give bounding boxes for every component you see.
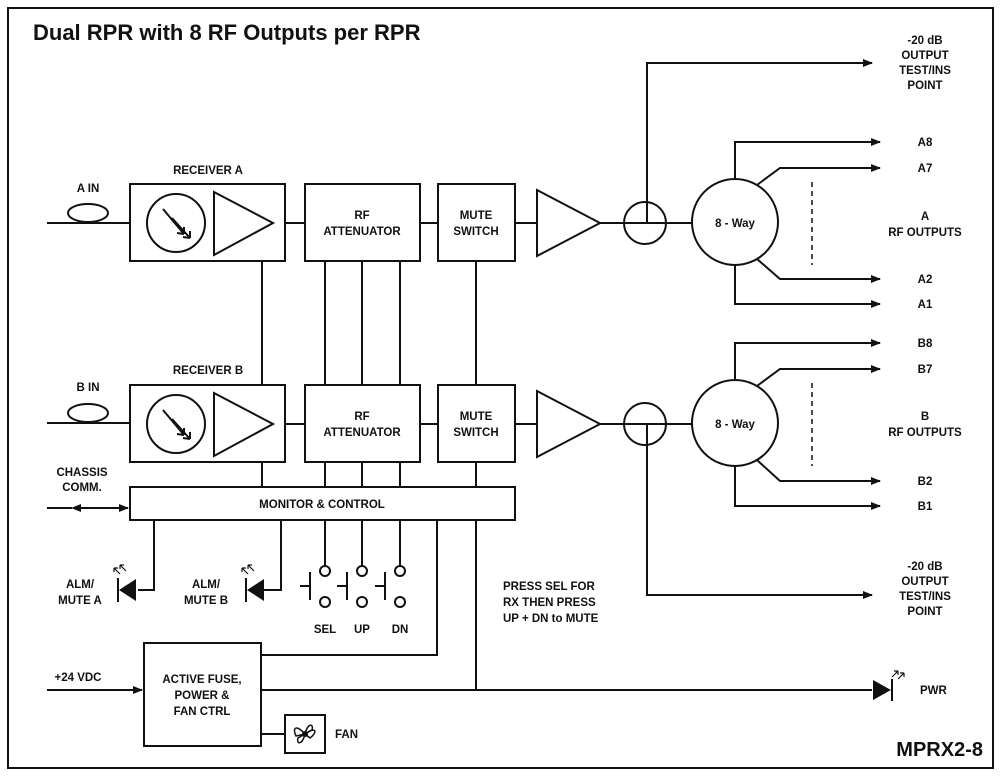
instruction-line-3: UP + DN to MUTE bbox=[503, 613, 599, 625]
attenuator-b-box bbox=[304, 384, 421, 463]
splitter-a-label: 8 - Way bbox=[715, 218, 755, 230]
model-label: MPRX2-8 bbox=[896, 739, 983, 761]
chassis-label-1: CHASSIS bbox=[56, 467, 107, 479]
attenuator-b-label-1: RF bbox=[354, 411, 369, 423]
instruction-line-2: RX THEN PRESS bbox=[503, 597, 596, 609]
mute-switch-a-box bbox=[437, 183, 516, 262]
output-b8-label: B8 bbox=[918, 338, 933, 350]
power-box-line-2: POWER & bbox=[175, 690, 230, 702]
vdc-label: +24 VDC bbox=[55, 672, 102, 684]
test-point-a-2: OUTPUT bbox=[901, 50, 948, 62]
amp-a-receiver-icon bbox=[213, 190, 276, 257]
attenuator-a-label-2: ATTENUATOR bbox=[323, 226, 401, 238]
mute-a-label-2: SWITCH bbox=[453, 226, 498, 238]
attenuator-a-box bbox=[304, 183, 421, 262]
mute-b-label-2: SWITCH bbox=[453, 427, 498, 439]
power-box bbox=[143, 642, 262, 747]
led-alm-a-icon bbox=[119, 579, 136, 601]
pwr-label: PWR bbox=[920, 685, 948, 697]
test-point-b-4: POINT bbox=[907, 606, 942, 618]
up-label: UP bbox=[354, 624, 370, 636]
pwr-led-icon bbox=[873, 680, 891, 700]
amp-b-output-icon bbox=[536, 389, 603, 459]
outputs-a-group-1: A bbox=[921, 211, 929, 223]
power-box-line-3: FAN CTRL bbox=[174, 706, 231, 718]
test-point-a-3: TEST/INS bbox=[899, 65, 951, 77]
b-in-label: B IN bbox=[77, 382, 100, 394]
fan-label: FAN bbox=[335, 729, 358, 741]
test-point-a-4: POINT bbox=[907, 80, 942, 92]
splitter-b-label: 8 - Way bbox=[715, 419, 755, 431]
output-a8-label: A8 bbox=[918, 137, 933, 149]
test-point-b-3: TEST/INS bbox=[899, 591, 951, 603]
outputs-b-group-2: RF OUTPUTS bbox=[888, 427, 962, 439]
instruction-line-1: PRESS SEL FOR bbox=[503, 581, 596, 593]
receiver-b-label: RECEIVER B bbox=[173, 365, 243, 377]
outputs-b-group-1: B bbox=[921, 411, 929, 423]
monitor-control-box bbox=[129, 486, 516, 521]
diagram-frame bbox=[7, 7, 994, 769]
mute-a-label-1: MUTE bbox=[460, 210, 493, 222]
power-box-line-1: ACTIVE FUSE, bbox=[162, 674, 241, 686]
monitor-control-label: MONITOR & CONTROL bbox=[259, 499, 385, 511]
mute-b-label-1: MUTE bbox=[460, 411, 493, 423]
diagram-title: Dual RPR with 8 RF Outputs per RPR bbox=[33, 20, 421, 45]
test-point-a-1: -20 dB bbox=[907, 35, 942, 47]
test-point-b-1: -20 dB bbox=[907, 561, 942, 573]
output-b1-label: B1 bbox=[918, 501, 933, 513]
chassis-label-2: COMM. bbox=[62, 482, 102, 494]
alm-a-label-1: ALM/ bbox=[66, 579, 95, 591]
alm-b-label-1: ALM/ bbox=[192, 579, 221, 591]
alm-a-label-2: MUTE A bbox=[58, 595, 102, 607]
b-in-connector-icon bbox=[67, 403, 109, 423]
sel-label: SEL bbox=[314, 624, 336, 636]
alm-b-label-2: MUTE B bbox=[184, 595, 228, 607]
up-button[interactable] bbox=[337, 520, 368, 608]
output-a2-label: A2 bbox=[918, 274, 933, 286]
output-b2-label: B2 bbox=[918, 476, 933, 488]
output-a7-label: A7 bbox=[918, 163, 933, 175]
attenuator-a-label-1: RF bbox=[354, 210, 369, 222]
receiver-a-label: RECEIVER A bbox=[173, 165, 243, 177]
dn-button[interactable] bbox=[375, 520, 406, 608]
output-b7-label: B7 bbox=[918, 364, 933, 376]
outputs-a-group-2: RF OUTPUTS bbox=[888, 227, 962, 239]
amp-b-receiver-icon bbox=[213, 391, 276, 458]
dn-label: DN bbox=[392, 624, 409, 636]
sel-button[interactable] bbox=[300, 520, 331, 608]
led-alm-b-icon bbox=[247, 579, 264, 601]
attenuator-b-label-2: ATTENUATOR bbox=[323, 427, 401, 439]
a-in-label: A IN bbox=[77, 183, 100, 195]
amp-a-output-icon bbox=[536, 188, 603, 258]
mute-switch-b-box bbox=[437, 384, 516, 463]
a-in-connector-icon bbox=[67, 203, 109, 223]
test-point-b-2: OUTPUT bbox=[901, 576, 948, 588]
output-a1-label: A1 bbox=[918, 299, 933, 311]
